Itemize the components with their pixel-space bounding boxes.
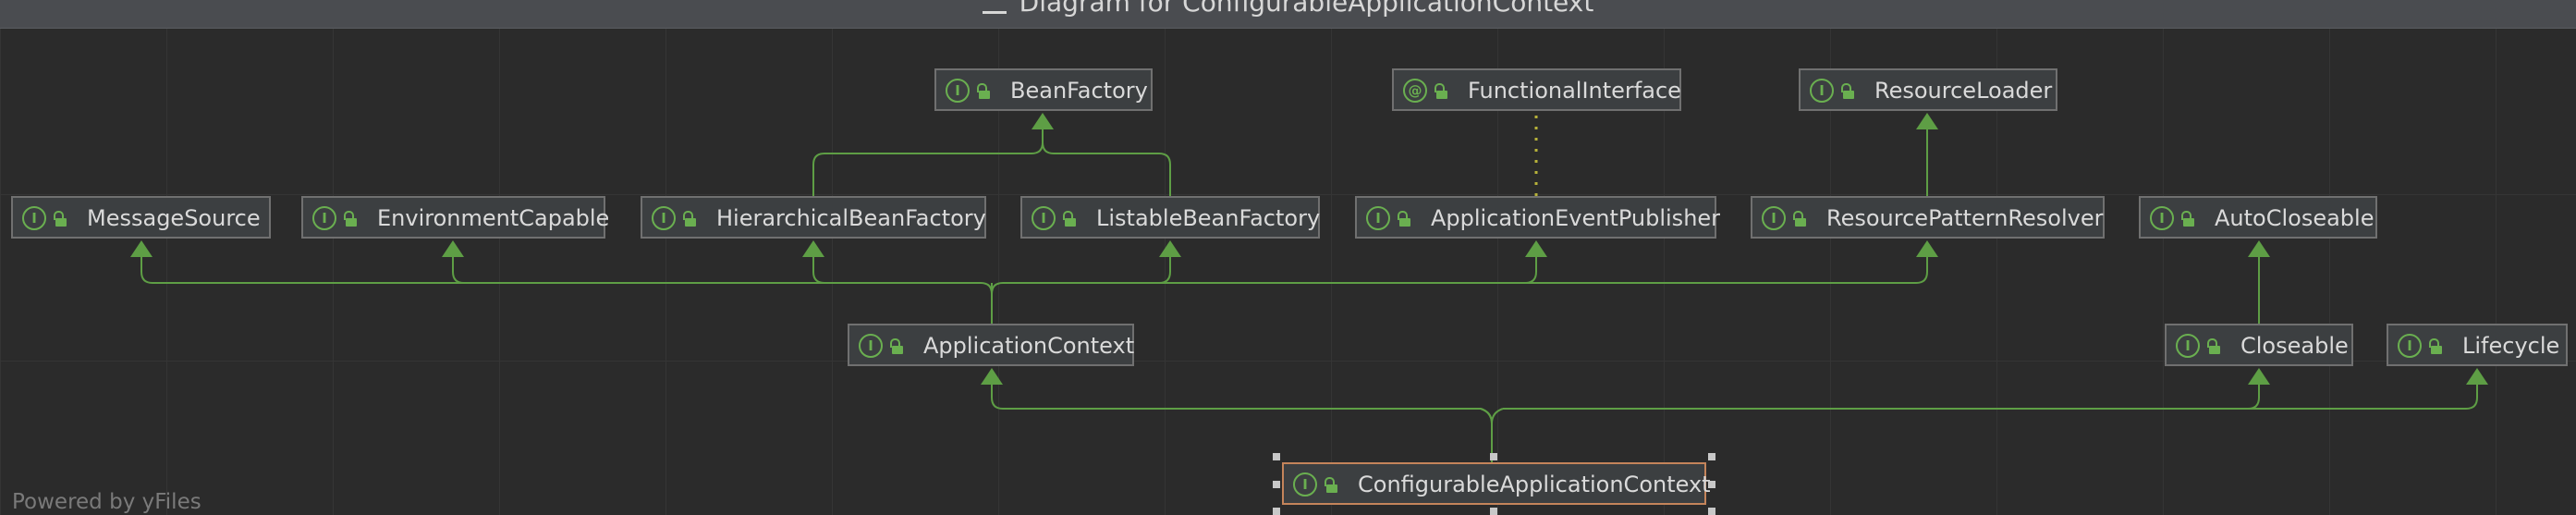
selection-handle[interactable] xyxy=(1273,481,1280,488)
node-label: ConfigurableApplicationContext xyxy=(1358,472,1711,497)
node-label: ApplicationEventPublisher xyxy=(1431,205,1721,231)
interface-icon: I xyxy=(1810,79,1834,103)
edge-to-lifecycle xyxy=(1503,385,2478,410)
annotation-icon: @ xyxy=(1403,79,1427,103)
node-label: ListableBeanFactory xyxy=(1096,205,1321,231)
node-label: MessageSource xyxy=(87,205,261,231)
public-lock-icon xyxy=(2181,210,2194,227)
node-message-source[interactable]: I MessageSource xyxy=(11,196,271,239)
public-lock-icon xyxy=(54,210,67,227)
edge-listable-to-beanfactory xyxy=(1042,129,1171,196)
edge-to-messagesource xyxy=(140,257,981,284)
node-label: Closeable xyxy=(2240,333,2349,359)
interface-icon: I xyxy=(1762,206,1786,230)
interface-icon: I xyxy=(859,334,883,358)
node-auto-closeable[interactable]: I AutoCloseable xyxy=(2139,196,2377,239)
selection-handle[interactable] xyxy=(1273,453,1280,460)
interface-icon: I xyxy=(2176,334,2200,358)
selection-handle[interactable] xyxy=(1708,481,1715,488)
selection-handle[interactable] xyxy=(1708,453,1715,460)
node-label: HierarchicalBeanFactory xyxy=(716,205,986,231)
interface-icon: I xyxy=(2398,334,2422,358)
edge-to-environmentcapable xyxy=(452,257,981,284)
node-label: FunctionalInterface xyxy=(1468,78,1681,104)
edge-to-closeable xyxy=(1503,385,2260,410)
selection-handle[interactable] xyxy=(1490,508,1497,515)
interface-icon: I xyxy=(312,206,336,230)
edge-to-applicationcontext xyxy=(991,385,1481,410)
public-lock-icon xyxy=(1841,82,1854,99)
public-lock-icon xyxy=(344,210,357,227)
edge-hierarchical-to-beanfactory xyxy=(812,129,1044,196)
node-listable-bean-factory[interactable]: I ListableBeanFactory xyxy=(1020,196,1320,239)
arrowhead xyxy=(2248,368,2270,385)
selection-handle[interactable] xyxy=(1490,453,1497,460)
edge-to-patternresolver xyxy=(1003,257,1928,284)
arrowhead xyxy=(130,240,153,257)
selection-handle[interactable] xyxy=(1273,508,1280,515)
arrowhead xyxy=(2466,368,2488,385)
node-environment-capable[interactable]: I EnvironmentCapable xyxy=(301,196,609,239)
node-bean-factory[interactable]: I BeanFactory xyxy=(934,68,1153,111)
interface-icon: I xyxy=(946,79,970,103)
edge-to-eventpublisher xyxy=(1003,257,1537,284)
powered-by-label: Powered by yFiles xyxy=(12,490,201,514)
node-resource-pattern-resolver[interactable]: I ResourcePatternResolver xyxy=(1751,196,2105,239)
node-label: ResourceLoader xyxy=(1874,78,2053,104)
arrowhead xyxy=(802,240,824,257)
arrowhead xyxy=(442,240,464,257)
diagram-title-bar: Diagram for ConfigurableApplicationConte… xyxy=(0,0,2576,29)
arrowhead xyxy=(1032,113,1054,129)
node-label: BeanFactory xyxy=(1010,78,1148,104)
public-lock-icon xyxy=(1063,210,1076,227)
node-resource-loader[interactable]: I ResourceLoader xyxy=(1799,68,2057,111)
diagram-title: Diagram for ConfigurableApplicationConte… xyxy=(1019,0,1594,18)
node-closeable[interactable]: I Closeable xyxy=(2165,324,2353,366)
interface-icon: I xyxy=(1032,206,1056,230)
node-label: EnvironmentCapable xyxy=(377,205,610,231)
node-label: ResourcePatternResolver xyxy=(1826,205,2104,231)
public-lock-icon xyxy=(2207,337,2220,354)
public-lock-icon xyxy=(977,82,990,99)
arrowhead xyxy=(1916,240,1938,257)
node-label: AutoCloseable xyxy=(2215,205,2375,231)
interface-icon: I xyxy=(2150,206,2174,230)
public-lock-icon xyxy=(1793,210,1806,227)
arrowhead xyxy=(1525,240,1547,257)
node-functional-interface[interactable]: @ FunctionalInterface xyxy=(1392,68,1681,111)
public-lock-icon xyxy=(683,210,696,227)
edge-to-hierarchical xyxy=(812,257,981,284)
arrowhead xyxy=(1159,240,1181,257)
public-lock-icon xyxy=(2429,337,2442,354)
public-lock-icon xyxy=(1398,210,1410,227)
public-lock-icon xyxy=(1325,476,1337,493)
interface-icon: I xyxy=(652,206,676,230)
public-lock-icon xyxy=(890,337,903,354)
node-label: Lifecycle xyxy=(2462,333,2560,359)
node-application-event-publisher[interactable]: I ApplicationEventPublisher xyxy=(1355,196,1720,239)
selection-handle[interactable] xyxy=(1708,508,1715,515)
node-application-context[interactable]: I ApplicationContext xyxy=(848,324,1134,366)
arrowhead xyxy=(2248,240,2270,257)
diagram-icon xyxy=(982,0,1007,14)
node-configurable-application-context[interactable]: I ConfigurableApplicationContext xyxy=(1282,462,1711,505)
public-lock-icon xyxy=(1435,82,1447,99)
node-label: ApplicationContext xyxy=(923,333,1135,359)
interface-icon: I xyxy=(1293,472,1317,497)
interface-icon: I xyxy=(1366,206,1390,230)
arrowhead xyxy=(1916,113,1938,129)
interface-icon: I xyxy=(22,206,46,230)
node-hierarchical-bean-factory[interactable]: I HierarchicalBeanFactory xyxy=(641,196,986,239)
node-lifecycle[interactable]: I Lifecycle xyxy=(2387,324,2568,366)
edge-to-listable xyxy=(1003,257,1171,284)
arrowhead xyxy=(981,368,1003,385)
